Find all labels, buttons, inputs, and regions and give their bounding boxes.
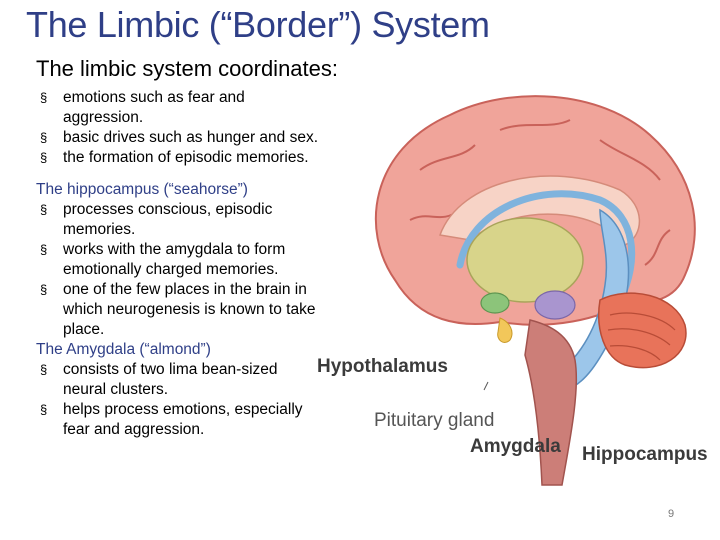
bullet-content: § emotions such as fear and aggression. §… <box>36 88 321 440</box>
bullet-text: the formation of episodic memories. <box>63 149 309 166</box>
bullet-text: consists of two lima bean-sized neural c… <box>63 361 278 398</box>
list-item: § helps process emotions, especially fear… <box>36 400 321 440</box>
amygdala <box>534 290 576 320</box>
bullet-marker: § <box>40 202 48 217</box>
pituitary-gland-label: Pituitary gland <box>374 410 495 431</box>
pituitary <box>497 317 513 343</box>
amygdala-heading: The Amygdala (“almond”) <box>36 341 211 358</box>
bullet-text: processes conscious, episodic memories. <box>63 201 273 238</box>
list-item: § processes conscious, episodic memories. <box>36 200 321 240</box>
list-item: § basic drives such as hunger and sex. <box>36 128 321 148</box>
slide-subtitle: The limbic system coordinates: <box>36 56 338 81</box>
bullet-text: helps process emotions, especially fear … <box>63 401 303 438</box>
hypothalamus-label: Hypothalamus <box>317 356 448 377</box>
bullet-marker: § <box>40 130 48 145</box>
cerebellum <box>598 292 687 369</box>
list-item: § emotions such as fear and aggression. <box>36 88 321 128</box>
corpus-callosum <box>438 175 641 246</box>
bullet-marker: § <box>40 242 48 257</box>
list-item: § consists of two lima bean-sized neural … <box>36 360 321 400</box>
bullet-text: one of the few places in the brain in wh… <box>63 281 316 338</box>
list-item: § works with the amygdala to form emotion… <box>36 240 321 280</box>
bullet-marker: § <box>40 282 48 297</box>
bullet-marker: § <box>40 90 48 105</box>
hippocampus-label: Hippocampus <box>582 444 708 465</box>
bullet-text: works with the amygdala to form emotiona… <box>63 241 286 278</box>
list-item: § one of the few places in the brain in w… <box>36 280 321 340</box>
list-item: § the formation of episodic memories. <box>36 148 321 168</box>
brainstem <box>524 319 578 486</box>
bullet-text: basic drives such as hunger and sex. <box>63 129 319 146</box>
hippocampus-heading: The hippocampus (“seahorse”) <box>36 181 248 198</box>
brain-illustration <box>374 95 696 486</box>
thalamus <box>466 217 584 303</box>
amygdala-label: Amygdala <box>470 436 561 457</box>
page-number: 9 <box>668 508 675 520</box>
hypothalamus <box>480 292 510 314</box>
bullet-marker: § <box>40 402 48 417</box>
bullet-marker: § <box>40 362 48 377</box>
bullet-text: emotions such as fear and aggression. <box>63 89 245 126</box>
bullet-marker: § <box>40 150 48 165</box>
slide-title: The Limbic (“Border”) System <box>26 4 490 45</box>
